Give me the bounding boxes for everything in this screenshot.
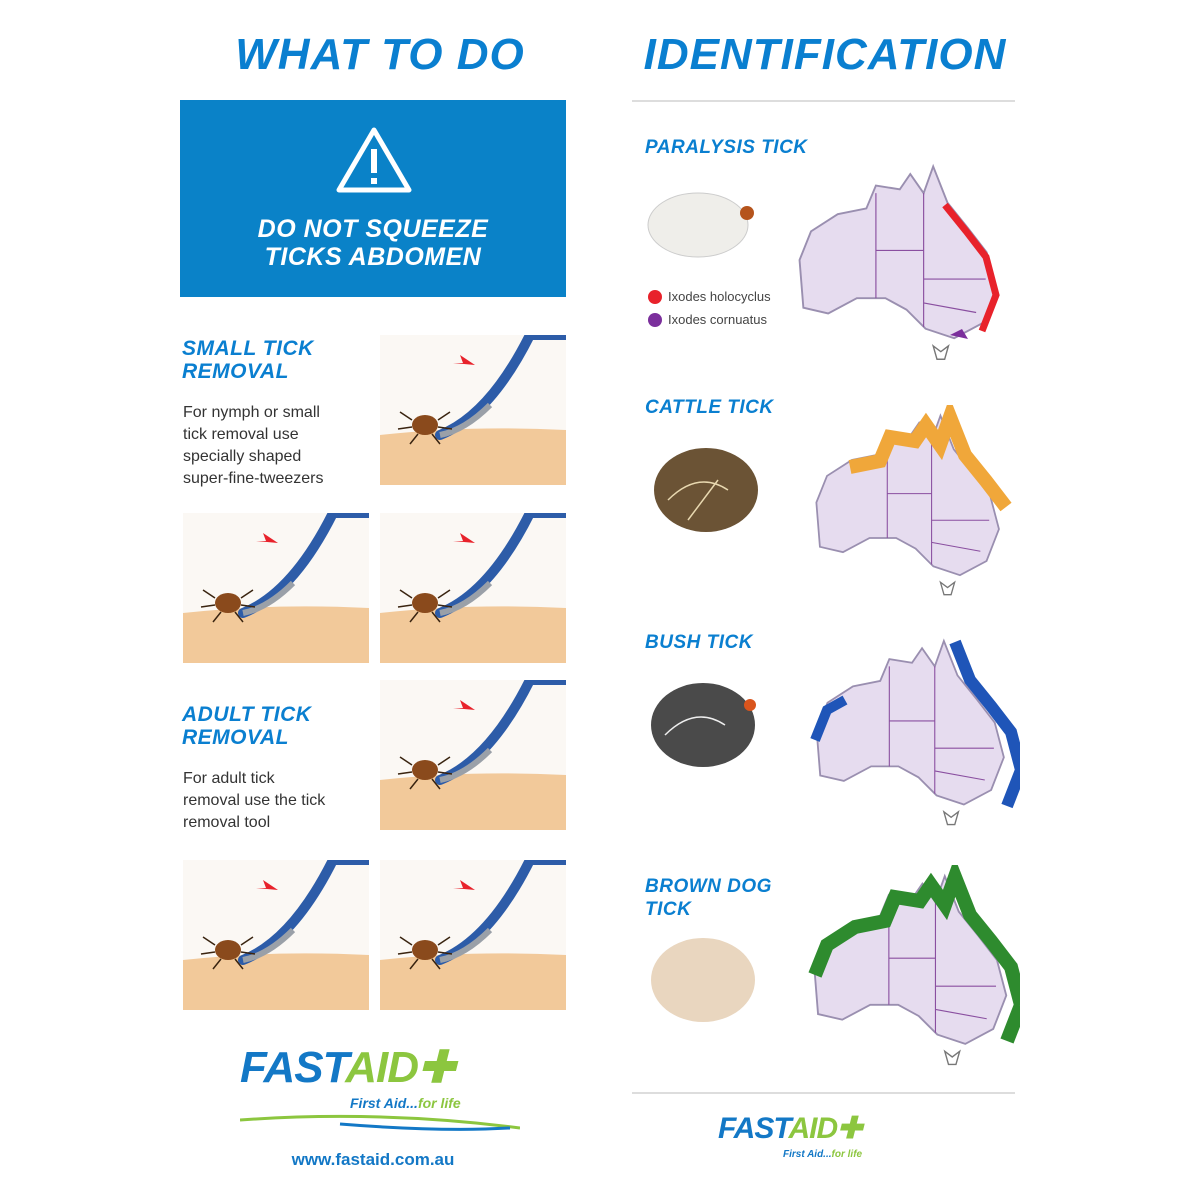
- logo-tagline-1: First Aid...: [350, 1095, 418, 1111]
- brown-dog-tick-heading-line1: BROWN DOG: [645, 876, 772, 897]
- logo-aid: AID: [788, 1112, 838, 1145]
- logo-fast: FAST: [718, 1112, 789, 1145]
- legend-label: Ixodes holocyclus: [668, 289, 771, 304]
- fastaid-logo-right: FASTAID✚ First Aid...for life: [718, 1112, 938, 1161]
- logo-tagline-1: First Aid...: [783, 1149, 832, 1160]
- legend-dot-red: [648, 289, 662, 304]
- what-to-do-title: WHAT TO DO: [235, 30, 525, 79]
- small-tick-heading-line1: SMALL TICK: [182, 337, 314, 360]
- text-line: For adult tick: [183, 770, 275, 787]
- adult-tick-heading: ADULT TICK REMOVAL: [182, 703, 311, 749]
- logo-tagline-2: for life: [831, 1149, 863, 1160]
- legend-dot-purple: [648, 312, 662, 327]
- fastaid-logo-left: FASTAID✚ First Aid...for life: [240, 1044, 520, 1132]
- bush-tick-image: [651, 683, 756, 767]
- small-tick-heading-line2: REMOVAL: [182, 360, 289, 383]
- logo-aid: AID: [345, 1043, 419, 1092]
- text-line: removal use the tick: [183, 792, 326, 809]
- warning-box: DO NOT SQUEEZE TICKS ABDOMEN: [180, 100, 566, 297]
- brown-dog-tick-heading-line2: TICK: [645, 899, 692, 920]
- paralysis-tick-heading: PARALYSIS TICK: [645, 137, 808, 158]
- text-line: removal tool: [183, 814, 271, 831]
- bush-tick-heading: BUSH TICK: [645, 632, 753, 653]
- logo-fast: FAST: [240, 1043, 346, 1092]
- warning-line-2: TICKS ABDOMEN: [264, 243, 482, 271]
- adult-tick-text: For adult tick removal use the tick remo…: [183, 768, 325, 834]
- brown-dog-tick-map: [808, 865, 1020, 1070]
- paralysis-tick-map: [770, 155, 1000, 365]
- plus-icon: ✚: [837, 1112, 862, 1145]
- adult-tick-step-2-illustration: [183, 860, 369, 1010]
- adult-tick-heading-line1: ADULT TICK: [182, 703, 312, 726]
- warning-line-1: DO NOT SQUEEZE: [257, 215, 489, 243]
- text-line: specially shaped: [183, 448, 302, 465]
- brown-dog-tick-image: [651, 938, 755, 1022]
- adult-tick-step-3-illustration: [380, 860, 566, 1010]
- legend-label: Ixodes cornuatus: [668, 312, 768, 327]
- adult-tick-heading-line2: REMOVAL: [182, 726, 289, 749]
- small-tick-step-2-illustration: [183, 513, 369, 663]
- identification-title: IDENTIFICATION: [643, 30, 1007, 79]
- warning-triangle-icon: [336, 127, 412, 193]
- plus-icon: ✚: [417, 1043, 455, 1092]
- bush-tick-map: [810, 639, 1020, 830]
- website-link[interactable]: www.fastaid.com.au: [291, 1150, 455, 1169]
- logo-tagline-2: for life: [417, 1095, 461, 1111]
- cattle-tick-heading: CATTLE TICK: [645, 397, 774, 418]
- small-tick-heading: SMALL TICK REMOVAL: [182, 337, 314, 383]
- small-tick-step-3-illustration: [380, 513, 566, 663]
- text-line: For nymph or small: [183, 404, 320, 421]
- small-tick-step-1-illustration: [380, 335, 566, 485]
- cattle-tick-map: [790, 405, 1012, 600]
- small-tick-text: For nymph or small tick removal use spec…: [183, 402, 324, 490]
- logo-swoosh: [240, 1114, 520, 1131]
- legend: Ixodes holocyclus Ixodes cornuatus: [648, 289, 771, 327]
- brown-dog-tick-heading: BROWN DOG TICK: [645, 875, 772, 921]
- adult-tick-step-1-illustration: [380, 680, 566, 830]
- text-line: super-fine-tweezers: [183, 470, 324, 487]
- cattle-tick-image: [654, 448, 758, 532]
- divider: [632, 1092, 1015, 1094]
- text-line: tick removal use: [183, 426, 299, 443]
- divider: [632, 100, 1015, 102]
- paralysis-tick-image: [647, 192, 754, 258]
